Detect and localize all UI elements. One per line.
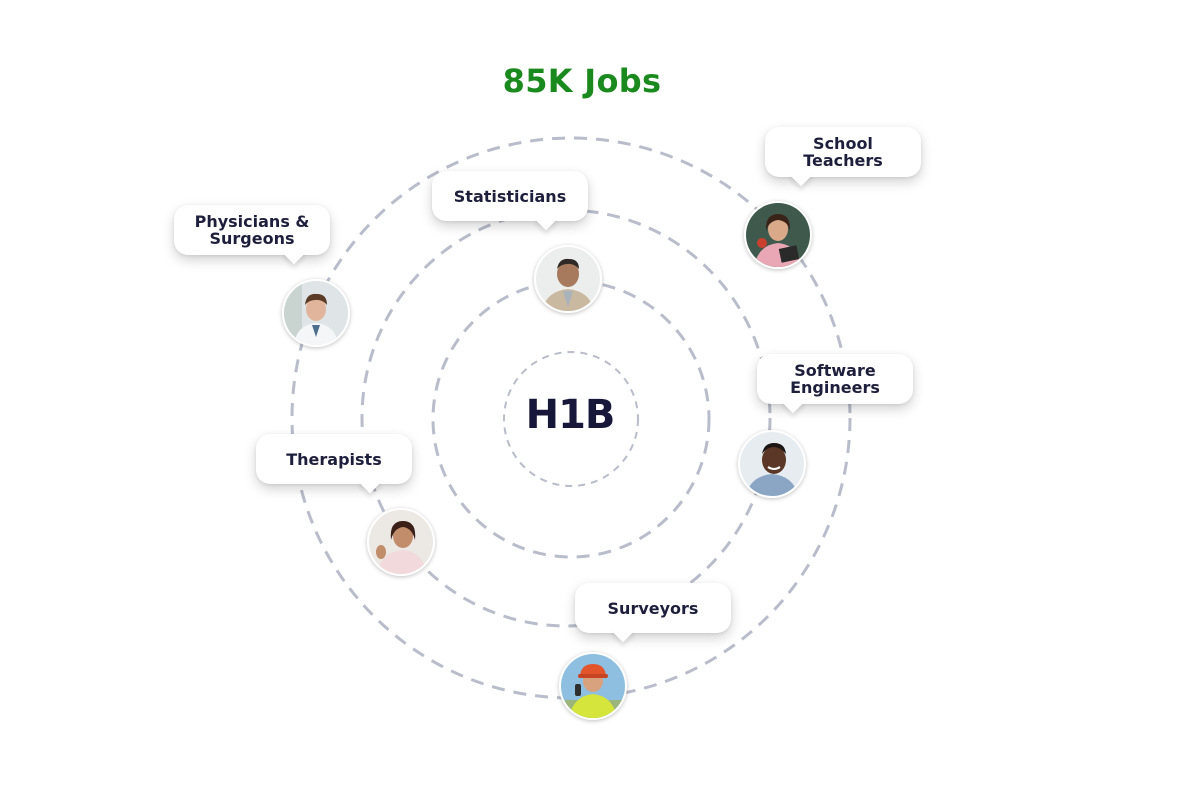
label-statisticians: Statisticians xyxy=(453,186,567,206)
bubble-surveyors: Surveyors xyxy=(575,583,731,643)
center-label: H1B xyxy=(525,392,616,438)
headline: 85K Jobs xyxy=(502,62,662,100)
label-therapists: Therapists xyxy=(286,449,382,469)
statistician-avatar xyxy=(534,245,602,313)
bubble-physicians-surgeons: Physicians & Surgeons xyxy=(174,205,330,265)
label-physicians-surgeons: Physicians & Surgeons xyxy=(194,212,310,248)
doctor-avatar xyxy=(282,279,350,347)
surveyor-avatar xyxy=(559,652,627,720)
bubble-software-engineers: Software Engineers xyxy=(757,354,913,414)
therapist-avatar xyxy=(367,508,435,576)
label-school-teachers: School Teachers xyxy=(803,134,883,170)
label-software-engineers: Software Engineers xyxy=(790,361,880,397)
orbit-inner xyxy=(503,351,639,487)
software-engineer-avatar xyxy=(738,430,806,498)
teacher-avatar xyxy=(744,201,812,269)
bubble-school-teachers: School Teachers xyxy=(765,127,921,187)
bubble-statisticians: Statisticians xyxy=(432,171,588,231)
bubble-therapists: Therapists xyxy=(256,434,412,494)
label-surveyors: Surveyors xyxy=(607,598,699,618)
orbit-outer xyxy=(290,136,852,700)
